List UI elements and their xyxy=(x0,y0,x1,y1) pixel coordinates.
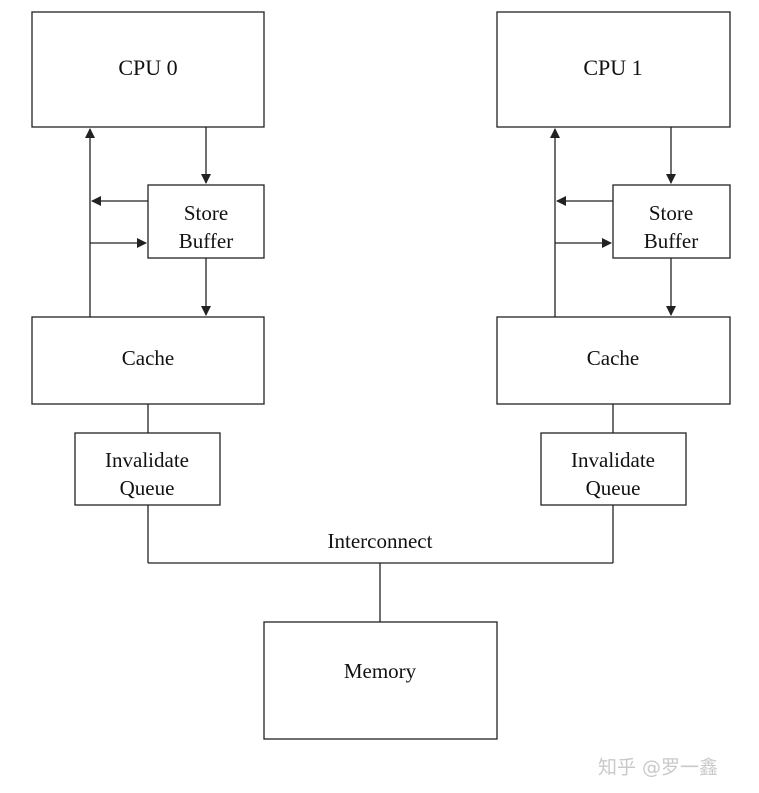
cpu0-box xyxy=(31,11,265,128)
cpu0-invalidate-queue-label-line1: Invalidate xyxy=(105,448,189,472)
interconnect-group: Interconnect Memory xyxy=(148,529,613,740)
cpu1-cache-label: Cache xyxy=(587,346,639,370)
cpu1-invalidate-queue-box xyxy=(540,432,687,506)
memory-label: Memory xyxy=(344,659,417,683)
cpu1-invalidate-queue-label-line2: Queue xyxy=(586,476,641,500)
cpu0-store-buffer-box xyxy=(147,184,265,259)
cpu0-invalidate-queue-label-line2: Queue xyxy=(120,476,175,500)
cpu1-invalidate-queue-label-line1: Invalidate xyxy=(571,448,655,472)
cpu0-store-buffer-label-line2: Buffer xyxy=(179,229,233,253)
memory-box xyxy=(263,621,498,740)
cpu1-group: CPU 1 Store Buffer Cache Invalidate Queu… xyxy=(496,11,731,563)
watermark-text: 知乎 @罗一鑫 xyxy=(598,757,718,779)
cpu0-store-buffer-label-line1: Store xyxy=(184,201,228,225)
cpu0-cache-box xyxy=(31,316,265,405)
cpu0-invalidate-queue-box xyxy=(74,432,221,506)
cpu1-store-buffer-label-line2: Buffer xyxy=(644,229,698,253)
cpu1-label: CPU 1 xyxy=(583,55,642,80)
cpu0-cache-label: Cache xyxy=(122,346,174,370)
cpu1-store-buffer-box xyxy=(612,184,731,259)
interconnect-label: Interconnect xyxy=(328,529,433,553)
cpu0-group: CPU 0 Store Buffer Cache Invalidate Queu… xyxy=(31,11,265,563)
cpu1-box xyxy=(496,11,731,128)
cpu1-cache-box xyxy=(496,316,731,405)
cpu1-store-buffer-label-line1: Store xyxy=(649,201,693,225)
cpu0-label: CPU 0 xyxy=(118,55,177,80)
